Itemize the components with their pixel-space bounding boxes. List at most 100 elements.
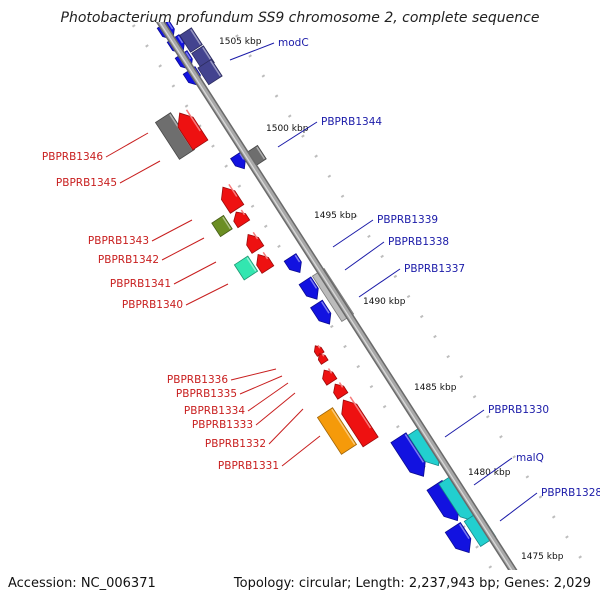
gene-arrow-highlight (321, 352, 325, 357)
gene-arrow (322, 369, 338, 386)
gene-arrow-highlight (338, 382, 344, 388)
gene-label-reverse[interactable]: PBPRB1335 (176, 388, 237, 400)
gene-arrow (179, 27, 203, 53)
gene-glyph[interactable] (197, 58, 223, 86)
chromosome-backbone-highlight (158, 22, 513, 570)
gene-glyph[interactable] (252, 251, 275, 274)
gene-label-forward[interactable]: PBPRB1328 (541, 487, 600, 499)
tick-label-1495: 1495 kbp (314, 211, 357, 221)
gene-label-reverse[interactable]: PBPRB1334 (184, 405, 245, 417)
gene-glyph[interactable] (211, 214, 233, 238)
gene-arrow (313, 345, 325, 357)
gene-arrow-highlight (190, 29, 202, 45)
tick-label-1485: 1485 kbp (414, 383, 457, 393)
gene-glyph[interactable] (316, 352, 329, 365)
leader-line (358, 268, 401, 298)
chromosome-backbone (157, 22, 516, 570)
gene-label-forward[interactable]: modC (278, 37, 309, 49)
scale-ticks: 1505 kbp 1500 kbp 1495 kbp 1490 kbp 1485… (219, 37, 564, 562)
gene-glyph[interactable] (336, 395, 379, 448)
leader-line (119, 160, 161, 184)
gene-arrow (444, 521, 472, 554)
gene-label-reverse[interactable]: PBPRB1342 (98, 254, 159, 266)
leader-line (229, 42, 275, 61)
gene-arrow (211, 214, 233, 238)
leader-line (281, 435, 321, 467)
gene-arrow-highlight (459, 523, 470, 540)
gene-arrow (333, 383, 349, 400)
map-body: 1505 kbp 1500 kbp 1495 kbp 1490 kbp 1485… (42, 22, 600, 570)
gene-arrow (221, 186, 245, 214)
gene-arrow (317, 353, 329, 365)
gene-glyph[interactable] (330, 381, 349, 400)
leader-line (473, 457, 513, 486)
gene-glyph[interactable] (230, 208, 251, 229)
gene-arrow-highlight (327, 368, 333, 374)
gene-arrow (246, 233, 265, 254)
gene-arrow (283, 253, 302, 274)
gene-arrow-highlight (331, 408, 356, 445)
tick-label-1500: 1500 kbp (266, 124, 309, 134)
gene-glyph[interactable] (310, 299, 336, 328)
genes-layer (107, 22, 497, 558)
gene-glyph[interactable] (298, 276, 323, 303)
leader-line (151, 219, 193, 242)
gene-glyph[interactable] (179, 27, 203, 53)
gene-label-forward[interactable]: PBPRB1337 (404, 263, 465, 275)
tick-label-1505: 1505 kbp (219, 37, 262, 47)
leader-line (161, 237, 205, 261)
gene-arrow-highlight (404, 434, 425, 463)
gene-arrow (197, 58, 223, 86)
leader-line (277, 121, 318, 148)
tick-label-1475: 1475 kbp (521, 552, 564, 562)
map-title: Photobacterium profundum SS9 chromosome … (61, 10, 540, 26)
gene-label-reverse[interactable]: PBPRB1333 (192, 419, 253, 431)
gene-arrow (256, 253, 275, 274)
gene-label-reverse[interactable]: PBPRB1331 (218, 460, 279, 472)
gene-label-reverse[interactable]: PBPRB1340 (122, 299, 183, 311)
gene-label-reverse[interactable]: PBPRB1341 (110, 278, 171, 290)
gene-label-reverse[interactable]: PBPRB1343 (88, 235, 149, 247)
gene-glyph[interactable] (172, 108, 209, 151)
gene-arrow (316, 407, 358, 455)
gene-glyph[interactable] (316, 407, 358, 455)
gene-labels: modC PBPRB1344PBPRB1339PBPRB1338PBPRB1337… (42, 37, 600, 499)
leader-line (255, 392, 296, 426)
gene-label-forward[interactable]: malQ (516, 452, 544, 464)
gene-glyph[interactable] (319, 367, 338, 386)
gene-arrow-highlight (252, 231, 259, 240)
gene-glyph[interactable] (312, 344, 325, 357)
gene-arrow-highlight (349, 396, 372, 429)
gene-glyph[interactable] (216, 183, 245, 214)
gene-arrow (233, 211, 251, 229)
gene-glyph[interactable] (444, 521, 476, 558)
gene-arrow-highlight (317, 344, 321, 349)
gene-arrow (341, 399, 379, 448)
gene-arrow (310, 299, 332, 325)
leader-line (499, 492, 538, 522)
tick-label-1490: 1490 kbp (363, 297, 406, 307)
gene-label-forward[interactable]: PBPRB1339 (377, 214, 438, 226)
gene-label-forward[interactable]: PBPRB1344 (321, 116, 382, 128)
leader-line (247, 382, 289, 412)
leader-line (444, 409, 485, 438)
gene-label-forward[interactable]: PBPRB1338 (388, 236, 449, 248)
gene-arrow-highlight (222, 216, 232, 230)
gene-glyph[interactable] (233, 255, 259, 281)
sequence-summary: Topology: circular; Length: 2,237,943 bp… (233, 576, 591, 591)
forward-strand-leader (225, 22, 591, 570)
gene-glyph[interactable] (283, 253, 306, 277)
gene-arrow-highlight (167, 22, 174, 30)
gene-label-reverse[interactable]: PBPRB1332 (205, 438, 266, 450)
gene-arrow-highlight (240, 209, 246, 216)
gene-arrow-highlight (228, 183, 238, 197)
gene-glyph[interactable] (242, 231, 265, 254)
gene-label-reverse[interactable]: PBPRB1346 (42, 151, 103, 163)
gene-arrow-highlight (246, 257, 257, 272)
gene-label-forward[interactable]: PBPRB1330 (488, 404, 549, 416)
tick-label-1480: 1480 kbp (468, 468, 511, 478)
gene-label-reverse[interactable]: PBPRB1345 (56, 177, 117, 189)
gene-label-reverse[interactable]: PBPRB1336 (167, 374, 228, 386)
gene-arrow-highlight (256, 146, 266, 160)
